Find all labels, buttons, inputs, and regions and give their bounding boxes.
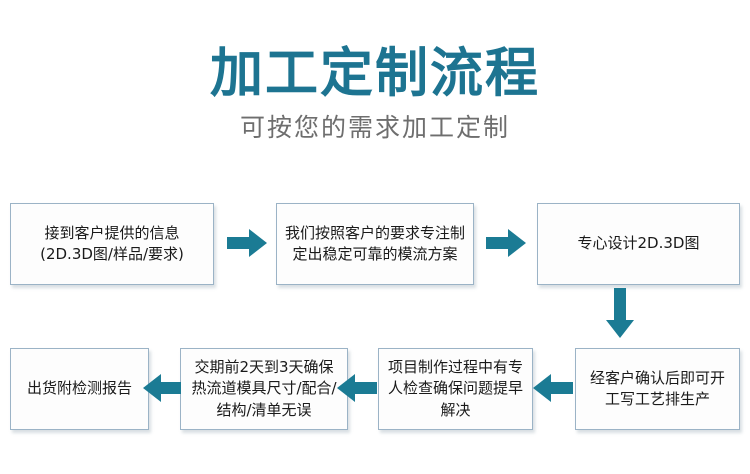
arrow-left-icon [143, 373, 181, 403]
arrow-left-icon [337, 373, 377, 403]
flow-step-label-4: 经客户确认后即可开工写工艺排生产 [589, 368, 725, 408]
arrow-right-icon [227, 228, 267, 258]
flow-step-label-5: 项目制作过程中有专人检查确保问题提早解决 [387, 358, 523, 419]
arrow-left-icon [533, 373, 573, 403]
flow-step-box-4: 经客户确认后即可开工写工艺排生产 [575, 348, 740, 430]
flow-step-label-2: 我们按照客户的要求专注制定出稳定可靠的模流方案 [284, 223, 465, 263]
flow-step-box-1: 接到客户提供的信息 (2D.3D图/样品/要求) [10, 203, 214, 285]
arrow-right-icon [486, 228, 526, 258]
flow-step-box-5: 项目制作过程中有专人检查确保问题提早解决 [378, 348, 533, 430]
header: 加工定制流程 可按您的需求加工定制 [0, 0, 750, 142]
flow-step-label-3: 专心设计2D.3D图 [577, 234, 700, 253]
page-subtitle: 可按您的需求加工定制 [239, 113, 510, 143]
flow-step-box-3: 专心设计2D.3D图 [537, 203, 740, 285]
flow-step-label-6: 交期前2天到3天确保热流道模具尺寸/配合/结构/清单无误 [191, 358, 337, 419]
page-title: 加工定制流程 [210, 43, 540, 104]
flow-step-label-1: 接到客户提供的信息 (2D.3D图/样品/要求) [40, 223, 184, 263]
flow-step-box-7: 出货附检测报告 [10, 348, 149, 430]
flow-step-label-7: 出货附检测报告 [26, 379, 132, 398]
flow-step-box-6: 交期前2天到3天确保热流道模具尺寸/配合/结构/清单无误 [180, 348, 348, 430]
arrow-down-icon [605, 288, 635, 338]
flow-step-box-2: 我们按照客户的要求专注制定出稳定可靠的模流方案 [276, 203, 474, 285]
